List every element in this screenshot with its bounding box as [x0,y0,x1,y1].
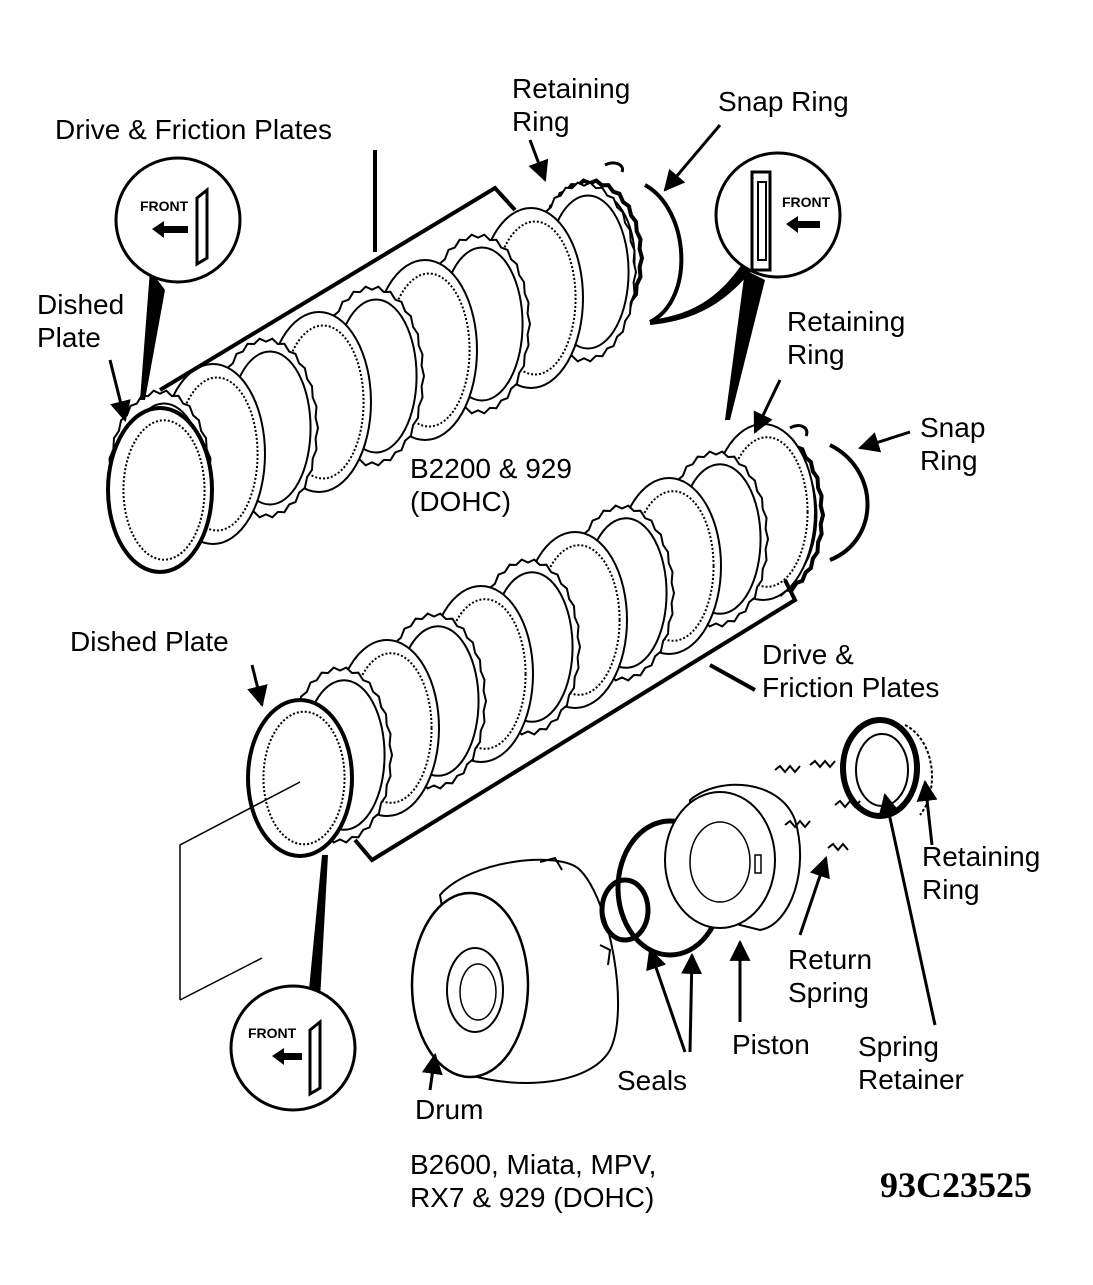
label-piston: Piston [732,1029,810,1060]
bottom-plate-stack [246,423,826,858]
label-model-bottom: B2600, Miata, MPV, RX7 & 929 (DOHC) [410,1149,657,1213]
piston [664,783,802,932]
top-dished-plate [106,406,215,574]
front-text-top-right: FRONT [782,194,831,210]
label-dished-plate-top: Dished Plate [37,289,125,353]
top-snap-ring [643,183,684,324]
bottom-dished-plate [246,698,355,858]
spring-retainer [840,717,920,819]
middle-snap-ring [829,443,870,562]
top-plates-bracket [158,185,517,392]
label-retaining-ring-top: Retaining Ring [512,73,631,137]
front-text-top-left: FRONT [140,198,189,214]
front-callout-top-left: FRONT [114,156,242,400]
label-snap-ring-middle: Snap Ring [920,412,986,476]
front-callout-top-right: FRONT [650,151,842,420]
drum [410,856,620,1084]
label-retaining-ring-middle: Retaining Ring [787,306,906,370]
label-retaining-ring-bottom: Retaining Ring [922,841,1041,905]
label-model-top: B2200 & 929 (DOHC) [410,453,572,517]
arrow-left-icon [152,221,188,238]
label-drive-friction-plates-bottom: Drive & Friction Plates [762,639,940,703]
front-callout-bottom: FRONT [229,855,357,1112]
top-plate-stack [106,178,645,574]
label-drive-friction-plates-top: Drive & Friction Plates [55,114,332,145]
bottom-retaining-ring [904,724,933,816]
label-dished-plate-bottom: Dished Plate [70,626,229,657]
bottom-plates-bracket [353,579,798,863]
arrow-left-icon [786,216,820,233]
label-return-spring: Return Spring [788,944,873,1008]
arrow-left-icon [272,1048,302,1065]
front-text-bottom: FRONT [248,1025,297,1041]
label-snap-ring-top: Snap Ring [718,86,849,117]
figure-code: 93C23525 [880,1165,1032,1205]
label-drum: Drum [415,1094,484,1125]
label-seals: Seals [617,1065,688,1096]
label-spring-retainer: Spring Retainer [858,1031,964,1095]
small-seal [599,877,651,943]
